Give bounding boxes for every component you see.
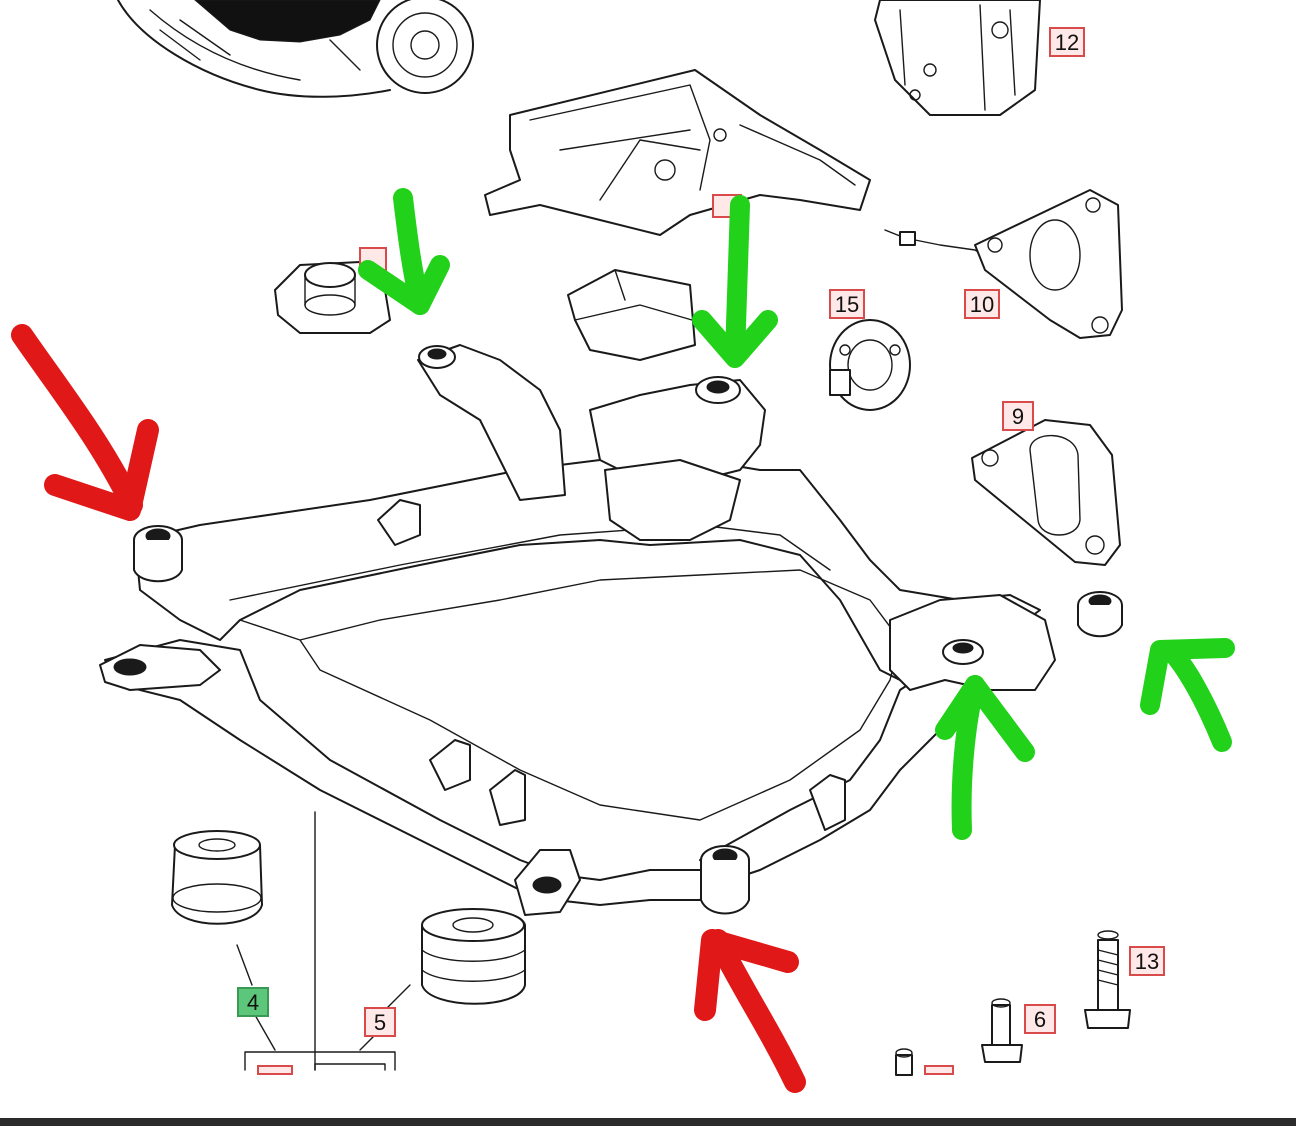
small-bolt-partial xyxy=(895,1048,954,1076)
callout-5: 5 xyxy=(364,1007,396,1037)
callout-9: 9 xyxy=(1002,401,1034,431)
part-5-bushing xyxy=(421,908,526,1005)
mount-washer-part xyxy=(274,261,391,334)
callout-6-text: 6 xyxy=(1034,1007,1046,1032)
green-arrow-right-rear xyxy=(1140,638,1235,752)
callout-13-text: 13 xyxy=(1135,949,1159,974)
part-12-bracket xyxy=(874,0,1041,116)
bushing-rear xyxy=(700,845,750,915)
bushing-left-tower xyxy=(418,345,456,369)
bushing-right-inner xyxy=(942,639,984,665)
green-arrow-left-tower xyxy=(358,188,450,315)
callout-4-text: 4 xyxy=(247,990,259,1015)
red-arrow-front-left xyxy=(11,324,159,521)
callout-12-text: 12 xyxy=(1055,30,1079,55)
part-15-bushing xyxy=(829,319,911,411)
part-10-bracket xyxy=(884,189,1123,339)
bushing-right-rear xyxy=(1077,591,1123,638)
callout-10-text: 10 xyxy=(970,292,994,317)
green-arrow-right-inner xyxy=(935,675,1035,840)
insulator-block-part xyxy=(567,269,696,361)
part-4-bushing xyxy=(171,830,263,925)
vehicle-reference-drawing xyxy=(117,0,474,98)
part-9-bracket xyxy=(971,419,1121,566)
green-arrow-center xyxy=(692,195,778,368)
red-arrow-rear xyxy=(694,929,806,1093)
callout-12: 12 xyxy=(1049,27,1085,57)
callout-6: 6 xyxy=(1024,1004,1056,1034)
callout-9-text: 9 xyxy=(1012,404,1024,429)
front-subframe xyxy=(99,344,1123,916)
callout-10: 10 xyxy=(964,289,1000,319)
bottom-dark-strip xyxy=(0,1118,1296,1126)
callout-13: 13 xyxy=(1129,946,1165,976)
upper-shield-part xyxy=(484,69,871,236)
callout-15: 15 xyxy=(829,289,865,319)
callout-5-text: 5 xyxy=(374,1010,386,1035)
bushing-center-mount xyxy=(695,376,741,404)
bushing-front-left xyxy=(133,525,183,583)
part-6-bolt xyxy=(981,998,1023,1063)
part-13-bolt xyxy=(1084,930,1131,1029)
leader-lines xyxy=(236,811,411,1075)
callout-15-text: 15 xyxy=(835,292,859,317)
bottom-edge-bar xyxy=(0,1096,1296,1126)
callout-4: 4 xyxy=(237,987,269,1017)
